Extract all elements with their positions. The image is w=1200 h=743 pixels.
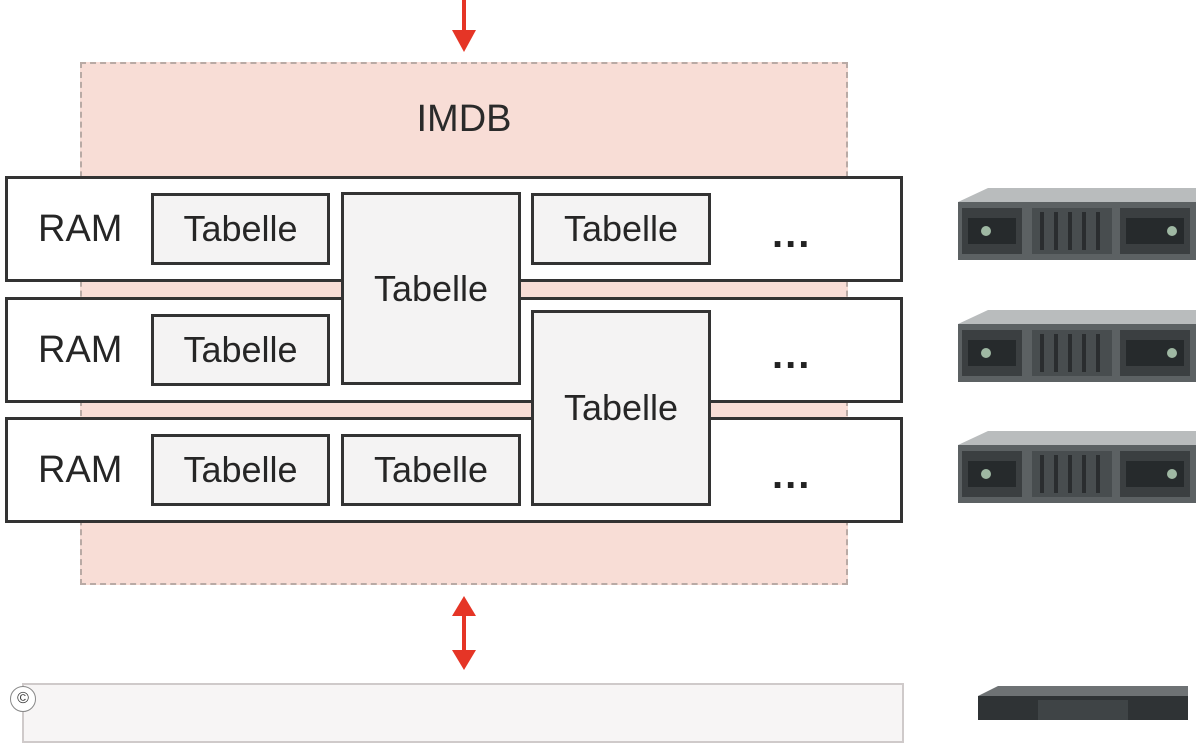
arrow-down-icon	[452, 0, 476, 52]
rack-server-icon	[958, 188, 1196, 260]
storage-bar	[22, 683, 904, 743]
table-box-spanning: Tabelle	[341, 192, 521, 385]
table-box-spanning: Tabelle	[531, 310, 711, 506]
ram-label: RAM	[38, 449, 123, 491]
more-tables-ellipsis: ...	[772, 212, 812, 256]
table-box: Tabelle	[341, 434, 521, 506]
imdb-title: IMDB	[416, 98, 512, 140]
table-box: Tabelle	[151, 193, 330, 265]
more-tables-ellipsis: ...	[772, 453, 812, 497]
table-box: Tabelle	[151, 314, 330, 386]
rack-server-icon	[958, 310, 1196, 382]
rack-server-icon	[958, 431, 1196, 503]
ram-label: RAM	[38, 329, 123, 371]
arrow-bidirectional-icon	[452, 596, 476, 670]
copyright-mark: ©	[10, 686, 36, 712]
table-box: Tabelle	[531, 193, 711, 265]
table-box: Tabelle	[151, 434, 330, 506]
rack-server-icon	[978, 686, 1188, 720]
more-tables-ellipsis: ...	[772, 333, 812, 377]
ram-label: RAM	[38, 208, 123, 250]
